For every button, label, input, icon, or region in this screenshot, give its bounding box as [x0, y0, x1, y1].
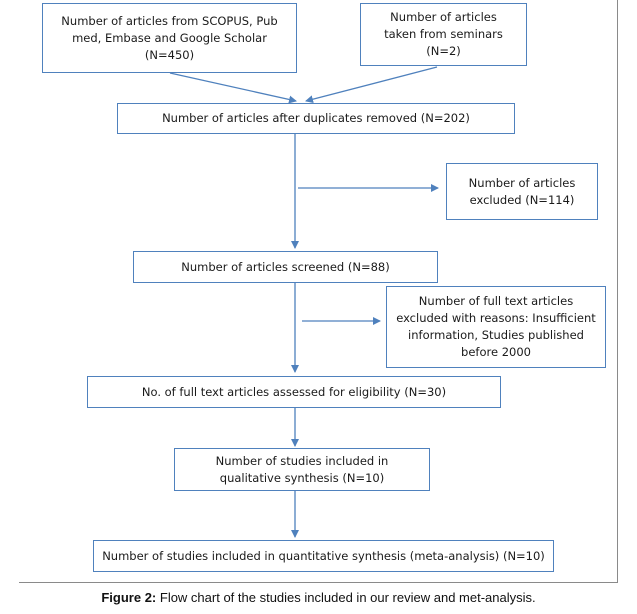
box-assessed: No. of full text articles assessed for e…	[87, 376, 501, 408]
box-sources-databases-text: Number of articles from SCOPUS, Pub med,…	[61, 13, 278, 62]
box-quantitative-text: Number of studies included in quantitati…	[102, 548, 545, 563]
box-sources-databases: Number of articles from SCOPUS, Pub med,…	[42, 3, 297, 73]
box-after-duplicates: Number of articles after duplicates remo…	[117, 103, 515, 134]
box-after-duplicates-text: Number of articles after duplicates remo…	[162, 111, 470, 125]
figure-frame	[19, 0, 618, 583]
figure-caption-label: Figure 2:	[101, 590, 157, 605]
box-fulltext-excluded: Number of full text articles excluded wi…	[386, 286, 606, 368]
box-excluded-text: Number of articles excluded (N=114)	[468, 175, 576, 207]
box-sources-seminars: Number of articles taken from seminars (…	[360, 3, 527, 66]
box-quantitative: Number of studies included in quantitati…	[93, 540, 554, 572]
figure-caption: Figure 2: Flow chart of the studies incl…	[0, 590, 637, 605]
figure-caption-text: Flow chart of the studies included in ou…	[156, 590, 536, 605]
box-assessed-text: No. of full text articles assessed for e…	[141, 384, 447, 399]
box-qualitative-text: Number of studies included in qualitativ…	[215, 453, 389, 485]
box-excluded: Number of articles excluded (N=114)	[446, 163, 598, 220]
box-screened-text: Number of articles screened (N=88)	[181, 259, 390, 274]
box-qualitative: Number of studies included in qualitativ…	[174, 448, 430, 491]
box-sources-seminars-text: Number of articles taken from seminars (…	[384, 10, 503, 58]
box-screened: Number of articles screened (N=88)	[133, 251, 438, 283]
box-fulltext-excluded-text: Number of full text articles excluded wi…	[396, 294, 596, 359]
